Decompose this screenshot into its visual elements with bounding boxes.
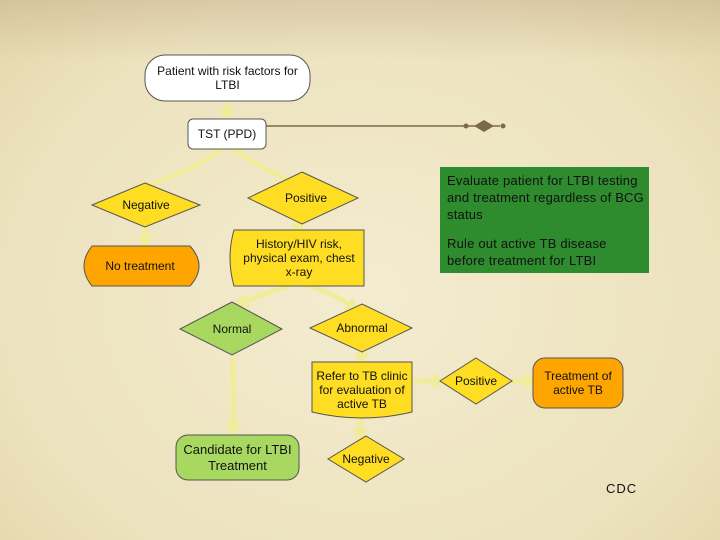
info-panel: Evaluate patient for LTBI testing and tr… [440, 167, 649, 273]
abnormal-shape [308, 303, 414, 353]
negative-bottom-shape [327, 435, 405, 483]
treatment-active-shape [532, 357, 624, 409]
treatment-active-label: Treatment of active TB [544, 369, 612, 397]
start-node-label: Patient with risk factors for LTBI [157, 64, 298, 92]
candidate-label: Candidate for LTBI Treatment [183, 442, 292, 473]
stamp-texture-strip [0, 0, 720, 60]
no-treatment-label: No treatment [105, 259, 175, 273]
normal-shape [178, 301, 284, 356]
positive-right-shape [439, 357, 513, 405]
tst-node-label: TST (PPD) [197, 127, 257, 141]
positive-top-label: Positive [284, 191, 328, 205]
normal-label: Normal [212, 322, 252, 336]
panel-text-rule-out: Rule out active TB disease before treatm… [447, 236, 607, 268]
history-shape [229, 229, 365, 287]
no-treatment-shape [83, 245, 200, 287]
tst-node-shape [187, 118, 267, 150]
positive-right-label: Positive [454, 374, 498, 388]
start-node-shape [144, 54, 311, 102]
refer-shape [311, 361, 413, 419]
refer-label: Refer to TB clinic for evaluation of act… [316, 369, 408, 411]
source-credit: CDC [606, 481, 638, 496]
abnormal-label: Abnormal [336, 321, 388, 335]
history-label: History/HIV risk, physical exam, chest x… [243, 237, 355, 279]
panel-text-evaluate: Evaluate patient for LTBI testing and tr… [447, 173, 644, 222]
negative-top-label: Negative [122, 198, 170, 212]
positive-top-shape [246, 171, 360, 225]
negative-bottom-label: Negative [342, 452, 390, 466]
candidate-shape [175, 434, 300, 481]
negative-top-shape [90, 182, 202, 228]
decorative-rule [228, 120, 506, 132]
